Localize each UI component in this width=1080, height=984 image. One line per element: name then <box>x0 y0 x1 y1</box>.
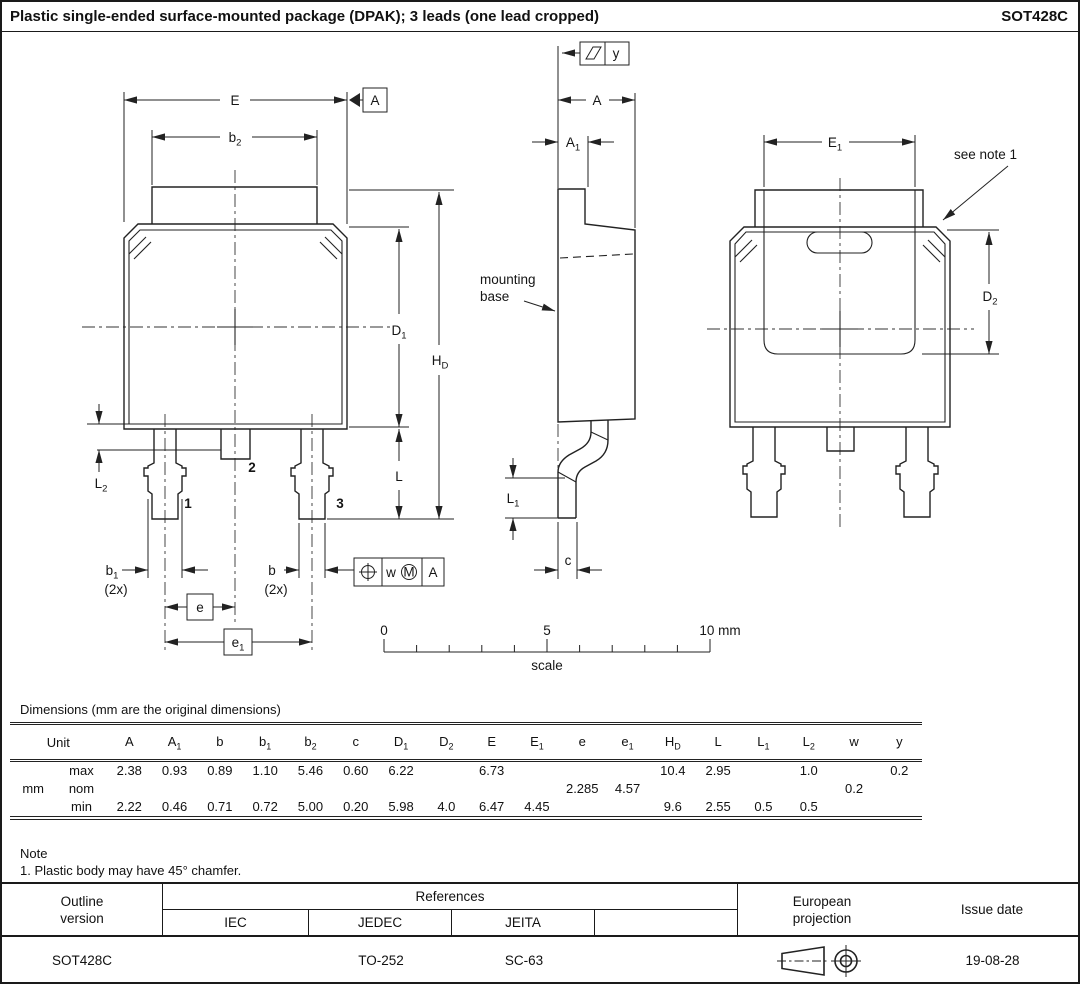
dimensions-header-row: Unit A A1 b b1 b2 c D1 D2 E E1 e e1 HD L… <box>10 723 922 762</box>
scale-caption: scale <box>531 658 563 673</box>
jeita-header: JEITA <box>452 910 595 935</box>
dim-b-qty: (2x) <box>264 582 287 597</box>
dimensions-table: Unit A A1 b b1 b2 c D1 D2 E E1 e e1 HD L… <box>10 722 922 820</box>
outline-version-value: SOT428C <box>51 953 113 968</box>
issue-date-value: 19-08-28 <box>965 953 1020 968</box>
dim-A-label: A <box>592 93 601 108</box>
rear-body-outline <box>729 226 951 428</box>
dim-b1-qty: (2x) <box>104 582 127 597</box>
scale-0-label: 0 <box>380 623 388 638</box>
tab-pad-outline <box>763 227 916 355</box>
dim-b2-label: b2 <box>229 130 242 149</box>
flatness-symbol-icon <box>585 46 602 60</box>
dim-b1-label: b1 <box>106 563 119 582</box>
package-code: SOT428C <box>1001 8 1068 25</box>
dim-A1-label: A1 <box>566 135 580 154</box>
flatness-y-label: y <box>613 46 620 61</box>
references-header: References <box>163 884 737 910</box>
dim-E-label: E <box>230 93 239 108</box>
scale-10-label: 10 mm <box>699 623 740 638</box>
mounting-base-label: mounting <box>480 272 536 287</box>
side-lead <box>557 420 609 519</box>
title-rule <box>2 31 1078 32</box>
tolerance-w-label: w <box>385 565 396 580</box>
dim-D1-label: D1 <box>391 323 406 342</box>
rear-lead-center-cropped <box>826 427 855 452</box>
dim-HD-label: HD <box>432 353 449 372</box>
note-item-1: 1. Plastic body may have 45° chamfer. <box>20 863 242 878</box>
lead-2-cropped <box>220 429 251 460</box>
note-title: Note <box>20 846 48 861</box>
tab-slot <box>806 231 873 254</box>
side-body-outline <box>557 188 636 423</box>
mmc-symbol-icon <box>401 564 417 580</box>
dim-b-label: b <box>268 563 276 578</box>
references-section: References IEC JEDEC JEITA <box>163 884 738 935</box>
body-inner-outline <box>128 229 343 425</box>
jeita-value: SC-63 <box>504 953 544 968</box>
dim-D2-label: D2 <box>982 289 997 308</box>
pin-2-label: 2 <box>248 460 256 475</box>
dim-L-label: L <box>395 469 403 484</box>
jedec-value: TO-252 <box>358 953 404 968</box>
pin-3-label: 3 <box>336 496 344 511</box>
body-outline <box>123 223 348 430</box>
chamfer-mark <box>128 236 147 255</box>
fcf-datum-label: A <box>428 565 437 580</box>
scale-bar: 0 5 10 mm scale <box>380 623 740 673</box>
svg-text:base: base <box>480 289 509 304</box>
datum-triangle <box>349 93 360 107</box>
pin-1-label: 1 <box>184 496 192 511</box>
issue-date-header: Issue date <box>960 902 1024 917</box>
first-angle-projection-icon <box>739 937 907 982</box>
rear-view: E1 see note 1 D2 <box>707 135 1017 530</box>
see-note-label: see note 1 <box>954 147 1017 162</box>
dim-c-label: c <box>565 553 572 568</box>
datum-a-label: A <box>370 93 379 108</box>
mmc-m-label: M <box>403 565 414 580</box>
dim-e-label: e <box>196 600 204 615</box>
note-block: Note 1. Plastic body may have 45° chamfe… <box>20 845 241 879</box>
rear-tab-outline <box>754 189 924 227</box>
rear-lead-left <box>742 427 786 518</box>
lead-3 <box>290 429 334 520</box>
dim-L1-label: L1 <box>507 491 520 510</box>
dim-E1-label: E1 <box>828 135 842 154</box>
scale-5-label: 5 <box>543 623 551 638</box>
package-outline-drawing: E A b2 D1 HD L <box>82 41 1017 673</box>
lead-1 <box>143 429 187 520</box>
iec-header: IEC <box>163 910 309 935</box>
footer-data-row: SOT428C TO-252 SC-63 19-08-28 <box>2 937 1078 982</box>
hidden-edge <box>559 253 634 259</box>
tab-outline <box>151 186 318 224</box>
dim-L2-label: L2 <box>95 476 108 495</box>
dimensions-caption: Dimensions (mm are the original dimensio… <box>20 702 281 717</box>
unit-header: Unit <box>10 723 107 762</box>
blank-header <box>595 910 737 935</box>
side-view: y A A1 <box>480 41 636 579</box>
unit-value: mm <box>22 781 44 797</box>
dim-e1-label: e1 <box>232 635 245 654</box>
position-tolerance-frame: w M A <box>353 557 445 587</box>
flatness-tolerance-frame: y <box>562 41 630 66</box>
rear-lead-right <box>895 427 939 518</box>
title-bar: Plastic single-ended surface-mounted pac… <box>10 8 1068 25</box>
front-view: E A b2 D1 HD L <box>82 87 454 656</box>
jedec-header: JEDEC <box>309 910 452 935</box>
page-title: Plastic single-ended surface-mounted pac… <box>10 8 600 25</box>
